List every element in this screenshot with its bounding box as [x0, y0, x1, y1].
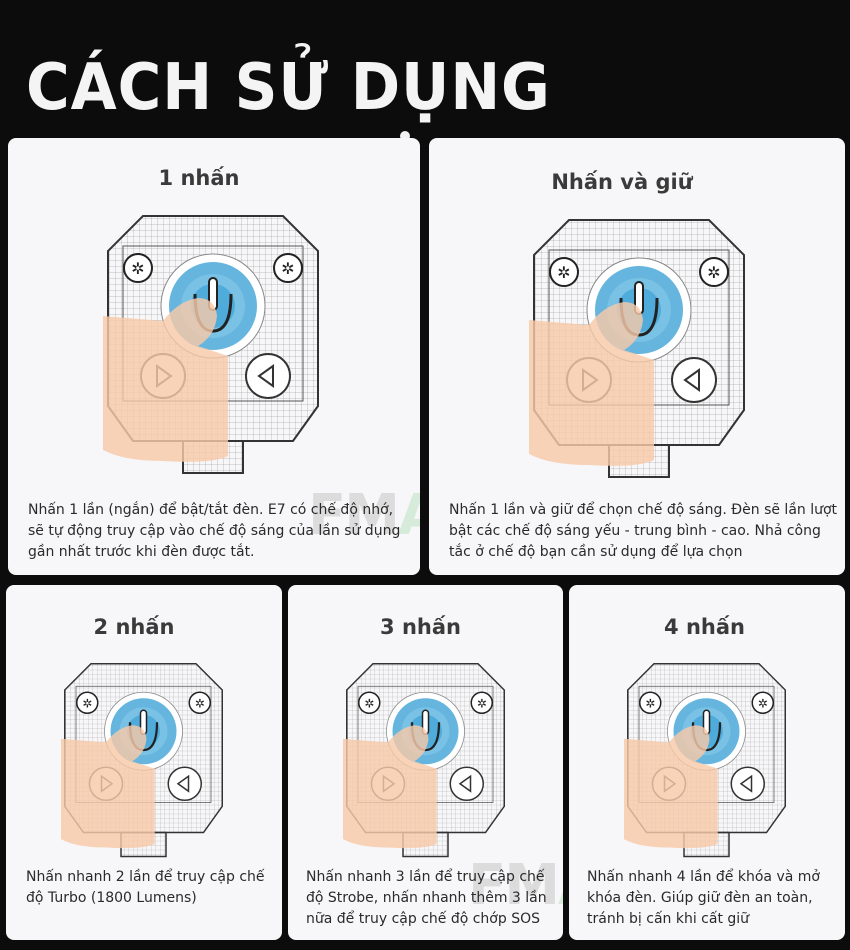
page-title: CÁCH SỬ DỤNG	[26, 51, 551, 125]
flashlight-switch-illustration	[624, 655, 789, 860]
card-description: Nhấn 1 lần (ngắn) để bật/tắt đèn. E7 có …	[28, 502, 401, 560]
card-title: 2 nhấn	[93, 615, 175, 639]
flashlight-switch-illustration	[61, 655, 226, 860]
card-four-press: 4 nhấn Nhấn nhanh 4 lần để khóa và mở kh…	[569, 585, 845, 940]
flashlight-switch-illustration	[343, 655, 508, 860]
card-title: 1 nhấn	[158, 166, 240, 190]
flashlight-switch-illustration	[529, 210, 749, 480]
card-title: 4 nhấn	[664, 615, 745, 639]
card-description: Nhấn nhanh 3 lần để truy cập chế độ Stro…	[306, 869, 547, 927]
card-title: 3 nhấn	[380, 615, 461, 639]
card-description: Nhấn nhanh 4 lần để khóa và mở khóa đèn.…	[587, 869, 820, 927]
card-two-press: 2 nhấn Nhấn nhanh 2 lần để truy cập chế …	[6, 585, 282, 940]
card-one-press: 1 nhấn FMA Nhấn 1 lần (ngắn) để bật/tắt …	[8, 138, 420, 575]
flashlight-switch-illustration	[103, 206, 323, 476]
card-description: Nhấn nhanh 2 lần để truy cập chế độ Turb…	[26, 869, 265, 906]
card-title: Nhấn và giữ	[551, 170, 693, 194]
card-press-hold: Nhấn và giữ Nhấn 1 lần và giữ để chọn ch…	[429, 138, 845, 575]
card-three-press: 3 nhấn FMA Nhấn nhanh 3 lần để truy cập …	[288, 585, 563, 940]
card-description: Nhấn 1 lần và giữ để chọn chế độ sáng. Đ…	[449, 502, 838, 560]
